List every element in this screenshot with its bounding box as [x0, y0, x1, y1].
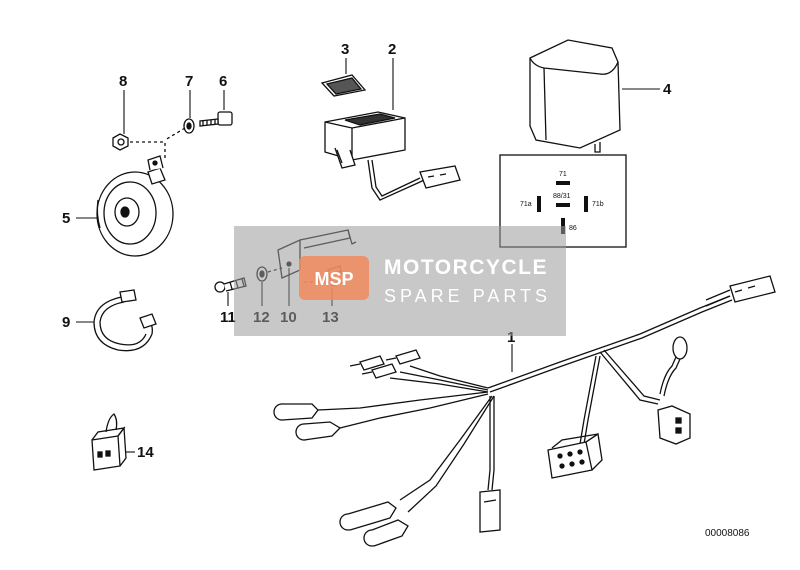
watermark-brand: MOTORCYCLE [384, 256, 548, 279]
wiring-harness [273, 275, 776, 547]
pin-71b-bar [584, 196, 588, 212]
reference-number: 00008086 [705, 528, 750, 539]
callout-14: 14 [137, 444, 154, 461]
callout-4: 4 [663, 81, 672, 98]
small-connector [91, 413, 127, 471]
callout-1: 1 [507, 329, 515, 346]
pin-71-bar [556, 181, 570, 185]
callout-8: 8 [119, 73, 127, 90]
callout-7: 7 [185, 73, 193, 90]
callout-2: 2 [388, 41, 396, 58]
pin-label-71: 71 [559, 171, 567, 178]
relay [529, 39, 621, 153]
watermark-subtitle: SPARE PARTS [384, 286, 552, 306]
pin-label-71a: 71a [520, 201, 532, 208]
callout-5: 5 [62, 210, 70, 227]
callout-3: 3 [341, 41, 349, 58]
switch-unit [320, 74, 461, 201]
watermark-logo-text: MSP [314, 269, 353, 289]
cable-clamp [93, 289, 157, 352]
pin-71a-bar [537, 196, 541, 212]
pin-label-86: 86 [569, 225, 577, 232]
pin-8831-bar [556, 203, 570, 207]
horn-assembly [96, 111, 233, 257]
pin-label-8831: 88/31 [553, 193, 571, 200]
watermark-panel [234, 226, 566, 336]
callout-9: 9 [62, 314, 70, 331]
watermark-logo: MSP [299, 256, 369, 300]
callout-6: 6 [219, 73, 227, 90]
pin-label-71b: 71b [592, 201, 604, 208]
callout-11: 11 [220, 309, 236, 326]
